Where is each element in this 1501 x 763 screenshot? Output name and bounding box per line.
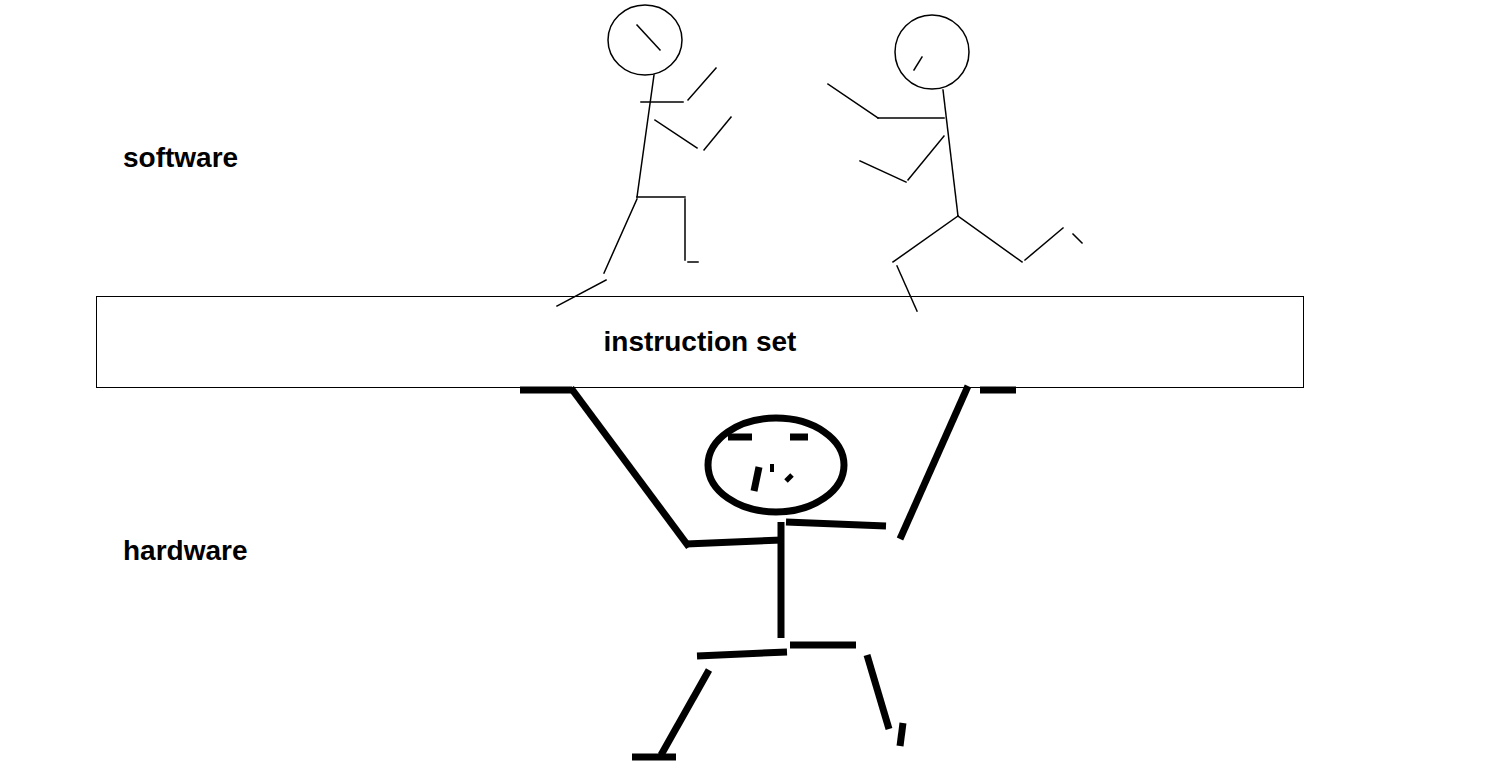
arm: [688, 68, 716, 100]
leg: [958, 216, 1022, 262]
mouth: [770, 464, 774, 472]
arm: [571, 388, 689, 547]
head: [708, 418, 844, 512]
foot: [1073, 234, 1082, 243]
mouth: [786, 475, 792, 481]
hip: [790, 642, 856, 649]
arm: [828, 84, 878, 118]
software-figure-left: [557, 5, 731, 306]
leg: [661, 670, 709, 755]
body: [637, 75, 654, 197]
box-title: instruction set: [604, 326, 797, 358]
arm: [878, 117, 944, 119]
head: [608, 5, 682, 75]
eye: [728, 434, 752, 441]
leg: [684, 199, 686, 260]
face-line: [637, 25, 660, 50]
hardware-figure: [520, 386, 1016, 757]
body: [943, 90, 958, 216]
arm: [655, 120, 697, 148]
layer-label: software: [123, 142, 238, 174]
arm: [860, 161, 906, 182]
arm: [786, 522, 886, 526]
hip: [697, 652, 787, 656]
foot: [557, 280, 606, 306]
foot: [900, 723, 903, 746]
leg: [604, 199, 637, 273]
head: [895, 15, 969, 89]
leg: [897, 266, 917, 311]
leg: [867, 655, 889, 729]
arm: [641, 101, 683, 103]
face-line: [914, 57, 922, 70]
instruction-set-box: instruction set: [96, 296, 1304, 388]
mouth: [754, 467, 759, 491]
arm: [908, 136, 944, 180]
leg: [893, 216, 958, 262]
body: [778, 522, 785, 638]
leg: [1025, 228, 1063, 260]
eye: [790, 434, 808, 441]
arm: [686, 540, 782, 544]
arm: [704, 117, 731, 150]
leg: [637, 196, 685, 198]
foot: [632, 754, 676, 761]
layer-label: hardware: [123, 535, 248, 567]
arm: [900, 386, 968, 539]
software-figure-right: [828, 15, 1082, 311]
foot: [688, 261, 698, 263]
